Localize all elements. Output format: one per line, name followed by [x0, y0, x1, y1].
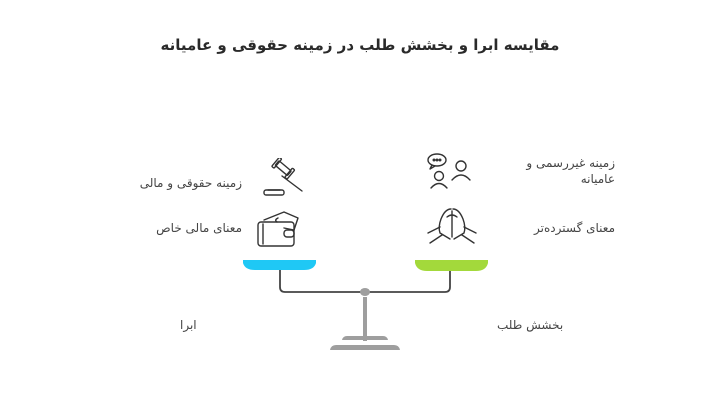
right-side-title: بخشش طلب: [497, 318, 564, 332]
left-side-title: ابرا: [180, 318, 197, 332]
left-item-financial-label: معنای مالی خاص: [156, 221, 242, 235]
praying-hands-icon: [424, 205, 480, 251]
gavel-icon: [258, 156, 308, 202]
left-item-legal-label: زمینه حقوقی و مالی: [139, 176, 242, 190]
diagram-title: مقایسه ابرا و بخشش طلب در زمینه حقوقی و …: [160, 36, 560, 54]
right-item-informal-label: زمینه غیررسمی و عامیانه: [526, 155, 615, 187]
right-pan: [415, 260, 488, 271]
right-item-informal-line2: عامیانه: [580, 172, 615, 186]
right-item-informal-line1: زمینه غیررسمی و: [526, 156, 615, 170]
left-pan: [243, 260, 316, 270]
people-chat-icon: [425, 152, 475, 196]
wallet-icon: [254, 208, 304, 254]
right-item-broader-label: معنای گسترده‌تر: [534, 221, 615, 235]
